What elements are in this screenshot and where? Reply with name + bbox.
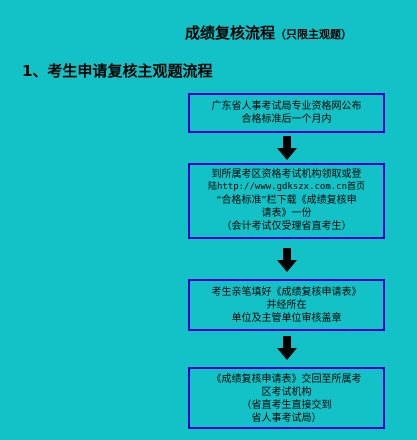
flow-step-2-line-3: “合格标准”栏下载《成绩复核申 xyxy=(216,195,357,206)
down-arrow-icon xyxy=(277,136,297,160)
flow-step-4-line-3: （省直考生直接交到 xyxy=(241,400,332,411)
flow-step-2-line-2: 陆http://www.gdkszx.com.cn首页 xyxy=(207,182,366,192)
flow-step-4-line-2: 区考试机构 xyxy=(261,387,312,398)
flow-step-3-line-1: 考生亲笔填好《成绩复核申请表》 xyxy=(211,287,362,298)
flow-step-4-line-4: 省人事考试局） xyxy=(251,413,322,424)
flow-step-3-line-2: 并经所在 xyxy=(266,300,307,311)
page-title-note: （只限主观题） xyxy=(275,28,353,41)
flow-step-1-line-1: 广东省人事考试局专业资格网公布 xyxy=(211,101,362,112)
flow-step-2-line-1: 到所属考区资格考试机构领取或登 xyxy=(211,169,362,180)
flow-step-1: 广东省人事考试局专业资格网公布 合格标准后一个月内 xyxy=(188,93,385,133)
page-title: 成绩复核流程（只限主观题） xyxy=(185,22,352,43)
flow-step-2-line-4: 请表》一份 xyxy=(261,208,312,219)
down-arrow-icon xyxy=(277,336,297,360)
page-title-text: 成绩复核流程 xyxy=(185,24,276,42)
flow-step-3: 考生亲笔填好《成绩复核申请表》 并经所在 单位及主管单位审核盖章 xyxy=(188,279,385,331)
flow-step-2: 到所属考区资格考试机构领取或登 陆http://www.gdkszx.com.c… xyxy=(188,163,385,239)
flow-step-4-line-1: 《成绩复核申请表》交回至所属考 xyxy=(211,374,362,385)
flow-step-1-line-2: 合格标准后一个月内 xyxy=(241,114,332,125)
down-arrow-icon xyxy=(277,248,297,272)
flow-step-2-line-5: （会计考试仅受理省直考生） xyxy=(221,221,352,232)
flow-step-3-line-3: 单位及主管单位审核盖章 xyxy=(231,313,342,324)
section-title: 1、考生申请复核主观题流程 xyxy=(22,62,213,80)
flow-step-4: 《成绩复核申请表》交回至所属考 区考试机构 （省直考生直接交到 省人事考试局） xyxy=(188,367,385,429)
